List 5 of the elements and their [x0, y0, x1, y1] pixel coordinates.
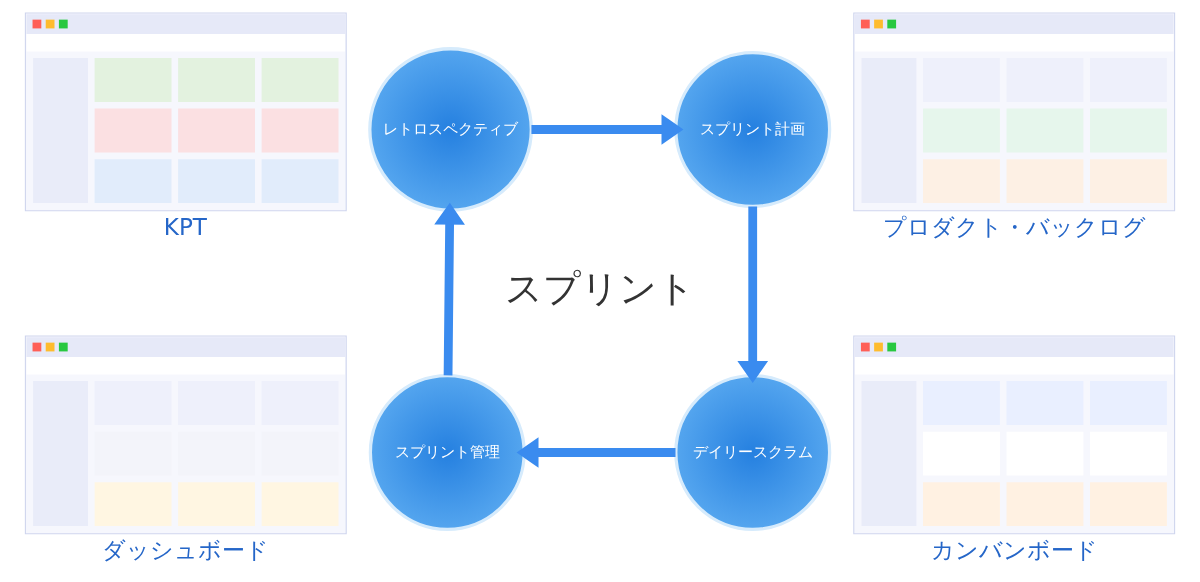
node-label: ダッシュボード: [102, 536, 270, 563]
node-label: カンバンボード: [930, 536, 1098, 563]
label: スプリント: [505, 265, 695, 310]
node-label: KPT: [163, 213, 207, 240]
node-label: プロダクト・バックログ: [882, 213, 1146, 240]
